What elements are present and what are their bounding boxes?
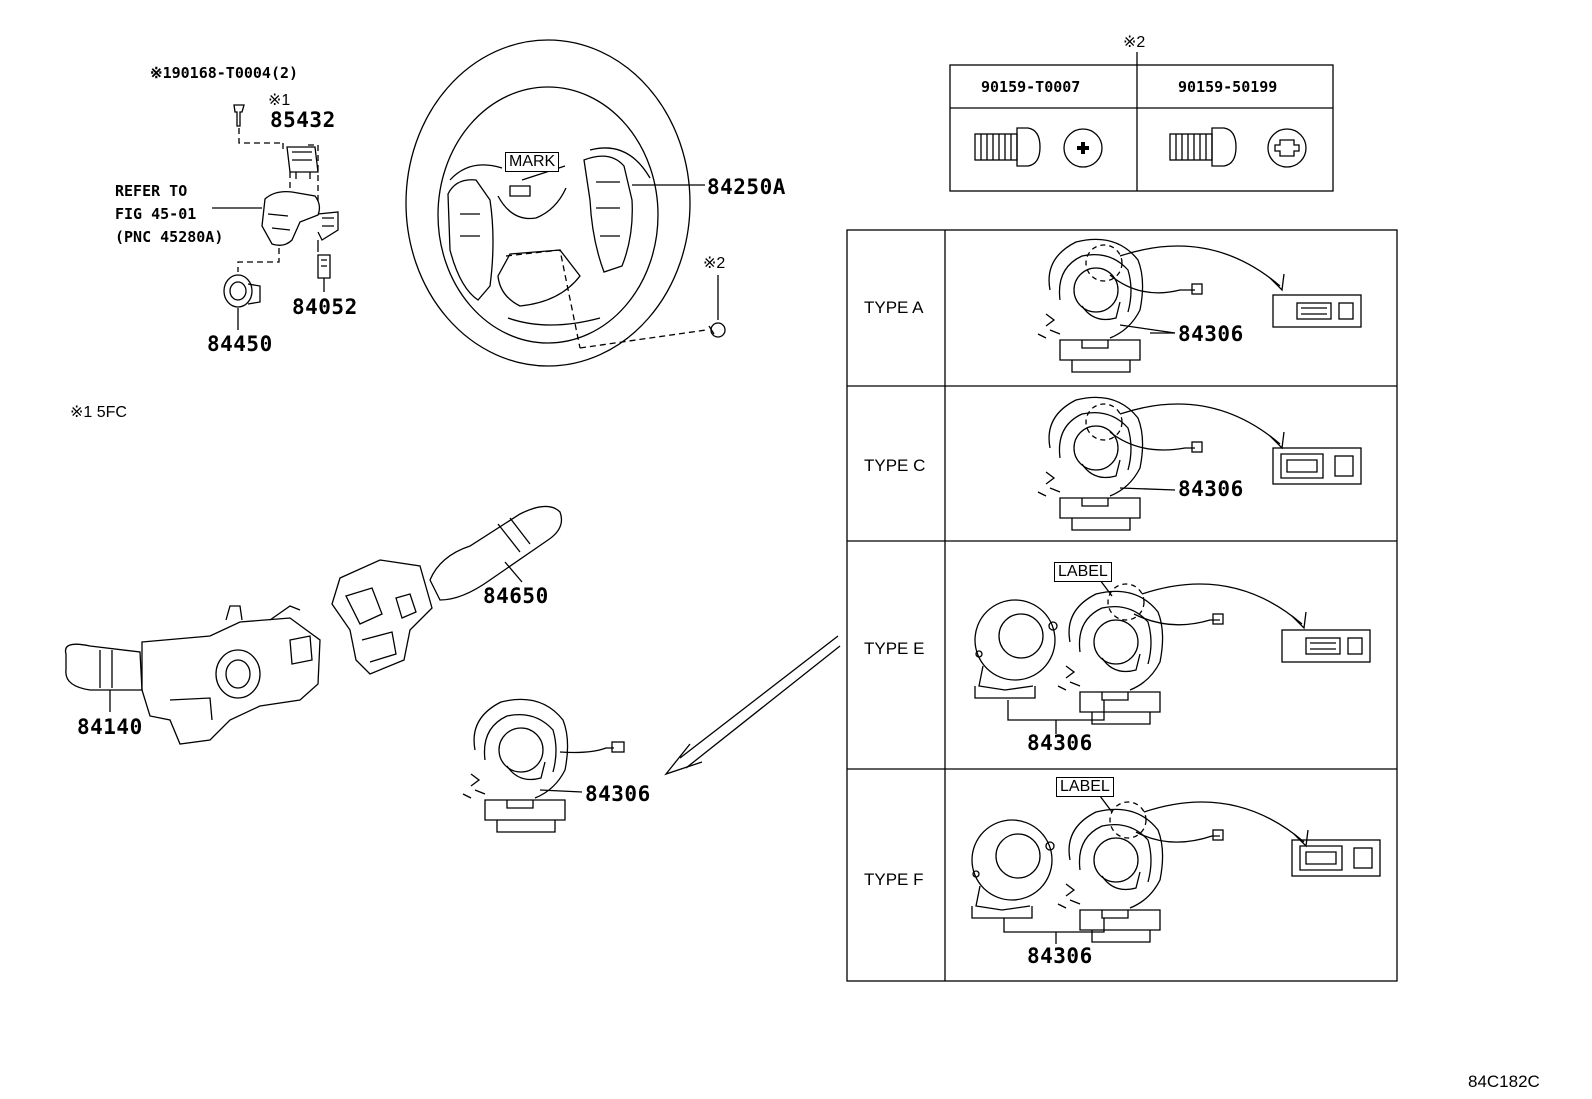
steering-column-cover-icon [261, 191, 339, 246]
part-84650-label: 84650 [483, 584, 549, 608]
part-84306-label: 84306 [585, 782, 651, 806]
screw-col1-header: 90159-T0007 [981, 78, 1081, 96]
type-e-label-callout: LABEL [1054, 562, 1112, 582]
screw-90159-T0007-icon [974, 127, 1103, 168]
part-85432-label: 85432 [270, 108, 336, 132]
part-84140-label: 84140 [77, 715, 143, 739]
mark-callout: MARK [505, 152, 560, 172]
type-f-part-label: 84306 [1027, 944, 1093, 968]
spiral-cable-type-e-icon [974, 579, 1371, 734]
connector-84052-icon [317, 254, 331, 279]
bolt-icon [233, 104, 245, 127]
screw-table [949, 52, 1334, 192]
screw-90159-50199-icon [1169, 127, 1307, 168]
figure-code: 84C182C [1468, 1072, 1540, 1091]
ref2-marker: ※2 [703, 255, 726, 272]
type-f-label-callout: LABEL [1056, 777, 1114, 797]
part-190168-label: ※190168-T0004(2) [150, 64, 299, 82]
refer-fig-note: REFER TO FIG 45-01 (PNC 45280A) [115, 182, 224, 246]
spiral-cable-type-f-icon [971, 795, 1381, 944]
ignition-cylinder-84450-icon [223, 274, 261, 308]
part-84052-label: 84052 [292, 295, 358, 319]
type-c-label: TYPE C [864, 456, 926, 475]
footnote-1: ※1 5FC [70, 404, 127, 421]
type-a-part-label: 84306 [1178, 322, 1244, 346]
screw-ref2-icon [708, 322, 726, 338]
type-e-label: TYPE E [864, 639, 925, 658]
type-c-part-label: 84306 [1178, 477, 1244, 501]
screw-col2-header: 90159-50199 [1178, 78, 1278, 96]
switch-85432-icon [286, 146, 319, 179]
spiral-cable-84306-icon [462, 698, 625, 833]
headlamp-switch-84140-icon [64, 605, 321, 745]
wiper-switch-84650-icon [331, 505, 563, 675]
spiral-cable-type-c-icon [1037, 396, 1362, 531]
types-table [846, 229, 1398, 982]
screw-table-ref: ※2 [1123, 34, 1146, 51]
steering-wheel-icon [405, 39, 691, 367]
part-84450-label: 84450 [207, 332, 273, 356]
spiral-cable-type-a-icon [1037, 238, 1362, 373]
part-84250A-label: 84250A [707, 175, 786, 199]
type-f-label: TYPE F [864, 870, 924, 889]
type-a-label: TYPE A [864, 298, 924, 317]
arrow-to-types-icon [664, 635, 841, 776]
ref1-marker: ※1 [268, 92, 291, 109]
type-e-part-label: 84306 [1027, 731, 1093, 755]
